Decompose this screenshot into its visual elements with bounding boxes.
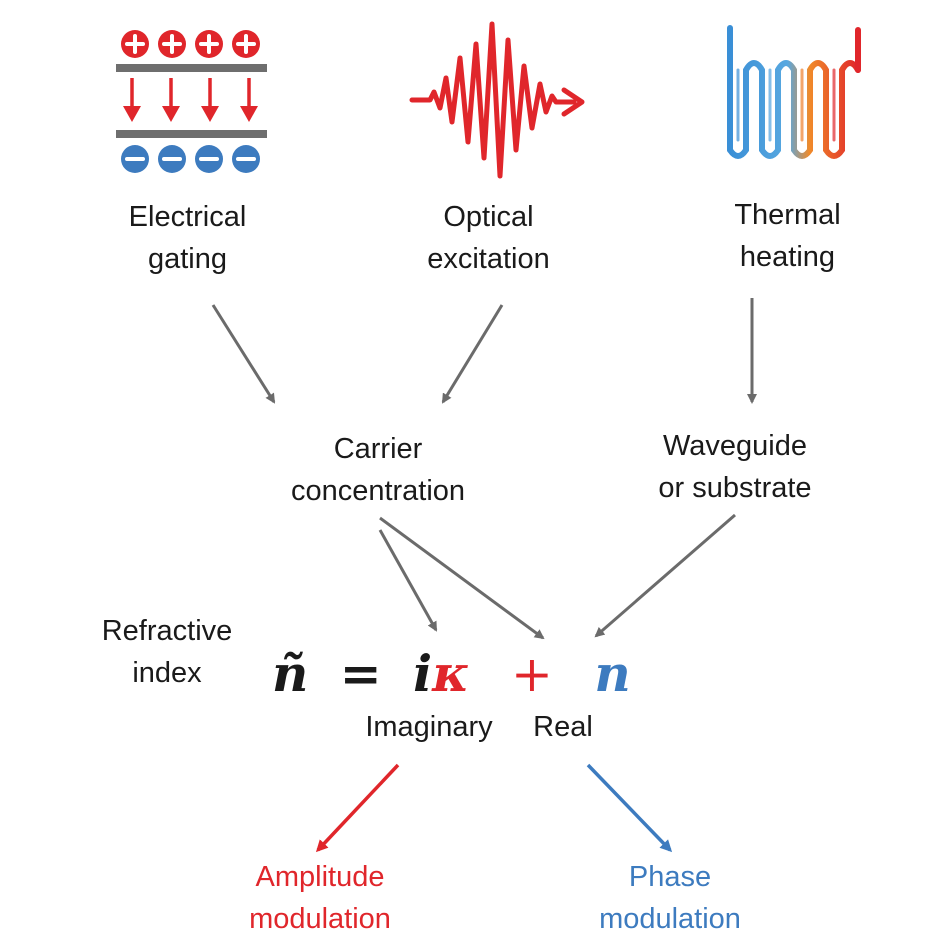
bottom-plate xyxy=(116,130,267,138)
real-label: Real xyxy=(508,706,618,748)
waveguide-line1: Waveguide xyxy=(662,430,807,462)
field-arrows xyxy=(123,78,258,122)
eq-kappa: κ xyxy=(432,644,470,703)
arrow-carrier-to-imaginary xyxy=(378,529,438,632)
refractive-index-equation: ñ = iκ + n xyxy=(272,644,631,704)
amplitude-line2: modulation xyxy=(249,903,391,935)
negative-charges xyxy=(121,145,260,173)
amplitude-modulation-label: Amplitude modulation xyxy=(225,856,415,940)
positive-charges xyxy=(121,30,260,58)
eq-n-tilde: ñ xyxy=(272,644,309,703)
arrow-to-amplitude xyxy=(315,763,400,853)
electrical-gating-label: Electrical gating xyxy=(95,196,280,280)
carrier-concentration-label: Carrier concentration xyxy=(268,428,488,512)
phase-modulation-label: Phase modulation xyxy=(575,856,765,940)
arrow-waveguide-to-real xyxy=(594,513,736,638)
optical-pulse-icon xyxy=(409,21,585,179)
optical-line1: Optical xyxy=(443,201,534,233)
connector-arrows xyxy=(211,298,757,640)
thermal-line1: Thermal xyxy=(734,199,841,231)
electrical-line1: Electrical xyxy=(128,201,247,233)
eq-n: n xyxy=(594,644,631,703)
refractive-line2: index xyxy=(132,657,202,689)
optical-excitation-label: Optical excitation xyxy=(396,196,581,280)
arrow-electrical-to-carrier xyxy=(211,304,276,404)
phase-line2: modulation xyxy=(599,903,741,935)
electrical-line2: gating xyxy=(147,243,227,275)
real-text: Real xyxy=(533,711,593,743)
refractive-index-label: Refractive index xyxy=(82,610,252,694)
arrow-carrier-to-real xyxy=(379,516,545,640)
eq-plus: + xyxy=(511,645,553,703)
refractive-line1: Refractive xyxy=(101,615,233,647)
waveguide-substrate-label: Waveguide or substrate xyxy=(625,425,845,509)
amplitude-line1: Amplitude xyxy=(255,861,385,893)
phase-line1: Phase xyxy=(628,861,712,893)
imaginary-label: Imaginary xyxy=(344,706,514,748)
carrier-line1: Carrier xyxy=(333,433,423,465)
arrow-to-phase xyxy=(586,763,673,853)
eq-equals: = xyxy=(339,644,382,703)
thermal-line2: heating xyxy=(739,241,836,273)
imaginary-text: Imaginary xyxy=(365,711,493,743)
top-plate xyxy=(116,64,267,72)
optical-line2: excitation xyxy=(427,243,550,275)
arrow-optical-to-carrier xyxy=(441,304,504,404)
waveguide-line2: or substrate xyxy=(658,472,812,504)
thermal-heating-label: Thermal heating xyxy=(695,194,880,278)
carrier-line2: concentration xyxy=(290,475,466,507)
electrical-gating-icon xyxy=(116,30,267,173)
thermal-coil-icon xyxy=(727,25,861,159)
eq-i: i xyxy=(413,644,433,703)
